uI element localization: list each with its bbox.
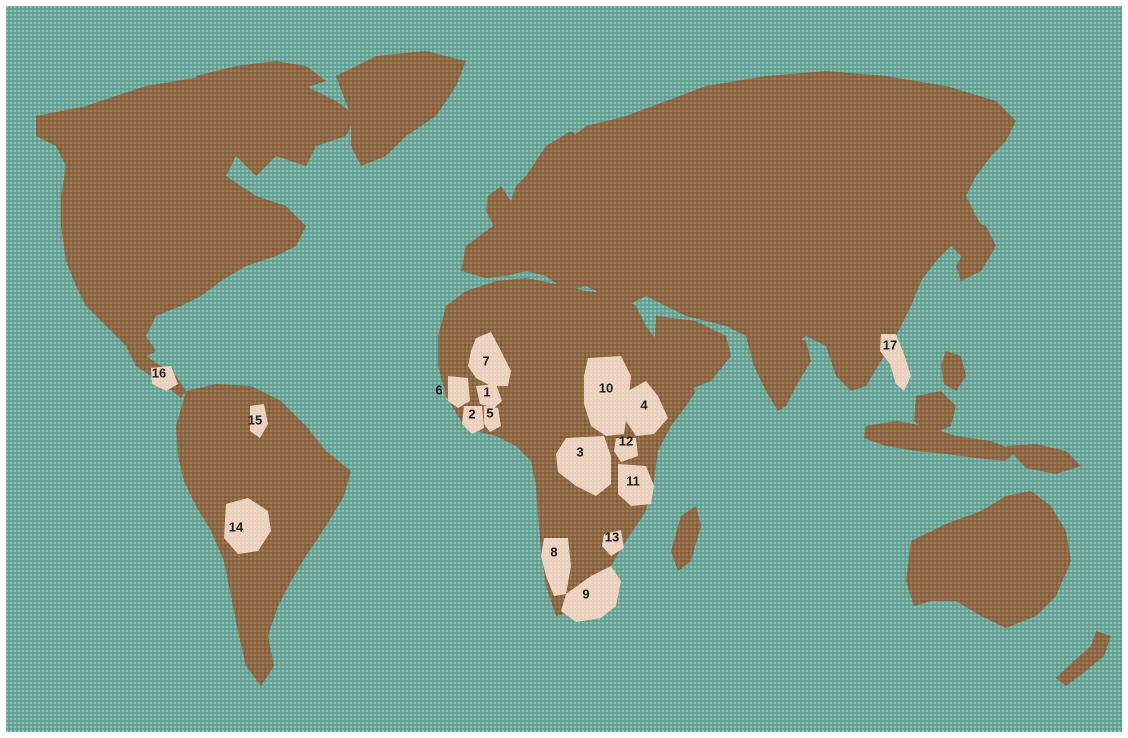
label-6: 6 (435, 382, 442, 397)
region-9 (561, 566, 621, 622)
label-7: 7 (482, 353, 489, 368)
eurasia (461, 71, 1016, 391)
label-5: 5 (486, 405, 493, 420)
region-14 (224, 498, 271, 554)
label-8: 8 (550, 544, 557, 559)
region-5 (484, 406, 501, 432)
region-17 (880, 334, 911, 391)
region-16 (151, 366, 178, 391)
label-16: 16 (152, 365, 166, 380)
world-map-svg: 1 2 3 4 5 6 7 8 9 10 11 12 13 14 15 16 1… (6, 6, 1122, 732)
label-3: 3 (576, 444, 583, 459)
region-10 (584, 356, 631, 436)
new-zealand (1056, 631, 1111, 686)
region-7 (468, 332, 511, 386)
highlighted-regions (151, 332, 911, 622)
region-8 (541, 538, 571, 596)
label-1: 1 (483, 384, 490, 399)
region-2 (462, 406, 484, 434)
region-1 (476, 384, 502, 408)
region-11 (618, 464, 654, 506)
label-15: 15 (248, 412, 262, 427)
label-12: 12 (619, 433, 633, 448)
region-4 (626, 381, 668, 436)
label-13: 13 (605, 529, 619, 544)
region-6 (448, 376, 470, 408)
australia (906, 491, 1071, 628)
greenland (336, 51, 466, 166)
label-17: 17 (883, 337, 897, 352)
new-guinea (1006, 444, 1081, 474)
japan (956, 221, 996, 281)
label-9: 9 (582, 586, 589, 601)
indonesia (864, 421, 1016, 461)
label-11: 11 (626, 473, 640, 488)
region-labels: 1 2 3 4 5 6 7 8 9 10 11 12 13 14 15 16 1… (152, 337, 897, 601)
scandinavia (526, 131, 591, 196)
great-britain (486, 186, 511, 226)
world-map: 1 2 3 4 5 6 7 8 9 10 11 12 13 14 15 16 1… (6, 6, 1122, 732)
label-4: 4 (640, 397, 648, 412)
madagascar (671, 506, 701, 571)
region-13 (602, 530, 624, 556)
borneo (914, 391, 956, 434)
region-12 (614, 438, 638, 462)
label-10: 10 (599, 380, 613, 395)
arctic-islands (196, 61, 326, 96)
region-3 (556, 436, 611, 496)
label-2: 2 (468, 406, 475, 421)
label-14: 14 (229, 519, 244, 534)
india (746, 331, 811, 411)
region-15 (250, 404, 268, 438)
north-america (36, 76, 356, 358)
philippines (941, 351, 966, 391)
